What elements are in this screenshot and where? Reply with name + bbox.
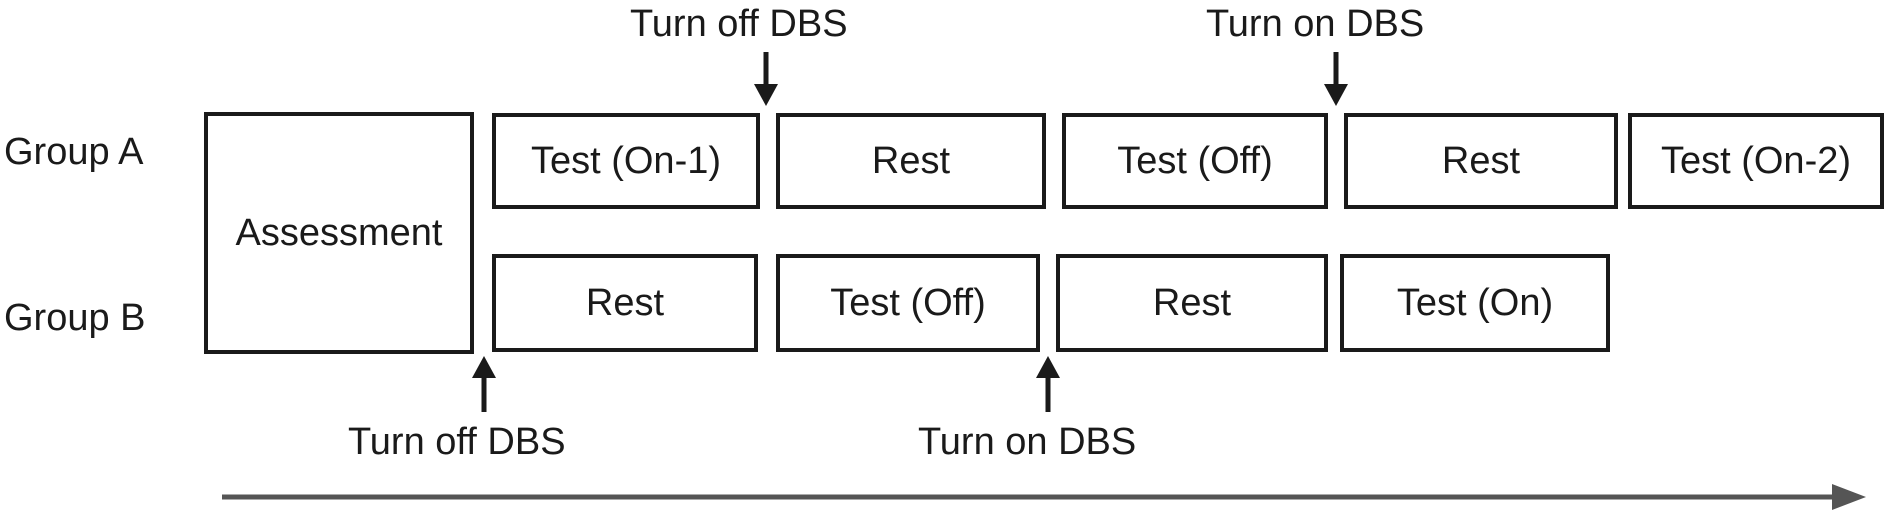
group-a-step-4-label: Rest	[1441, 139, 1521, 182]
group-a-step-2-label: Rest	[871, 139, 951, 182]
group-b-step-3: Rest	[1056, 254, 1328, 352]
group-a-step-2: Rest	[776, 113, 1046, 209]
group-b-step-1: Rest	[492, 254, 758, 352]
group-a-step-3-label: Test (Off)	[1117, 139, 1273, 182]
group-b-step-2: Test (Off)	[776, 254, 1040, 352]
group-a-step-4: Rest	[1344, 113, 1618, 209]
timeline-arrow	[222, 484, 1866, 510]
assessment-label: Assessment	[235, 211, 443, 254]
group-a-step-1-label: Test (On-1)	[530, 139, 722, 182]
group-a-step-3: Test (Off)	[1062, 113, 1328, 209]
group-a-turn-off-label: Turn off DBS	[630, 3, 848, 45]
group-b-label: Group B	[4, 297, 146, 339]
group-a-step-5-label: Test (On-2)	[1660, 139, 1852, 182]
group-a-step-1: Test (On-1)	[492, 113, 760, 209]
group-a-label: Group A	[4, 131, 144, 173]
down-arrow-icon	[754, 52, 778, 106]
group-b-step-4: Test (On)	[1340, 254, 1610, 352]
assessment-box: Assessment	[204, 112, 474, 354]
group-b-turn-on-label: Turn on DBS	[918, 421, 1137, 463]
group-b-step-3-label: Rest	[1152, 281, 1232, 324]
down-arrow-icon	[1324, 52, 1348, 106]
group-b-turn-off-label: Turn off DBS	[348, 421, 566, 463]
up-arrow-icon	[1036, 356, 1060, 412]
group-b-step-4-label: Test (On)	[1396, 281, 1554, 324]
group-a-step-5: Test (On-2)	[1628, 113, 1884, 209]
group-b-step-1-label: Rest	[585, 281, 665, 324]
group-b-step-2-label: Test (Off)	[830, 281, 986, 324]
group-a-turn-on-label: Turn on DBS	[1206, 3, 1425, 45]
up-arrow-icon	[472, 356, 496, 412]
